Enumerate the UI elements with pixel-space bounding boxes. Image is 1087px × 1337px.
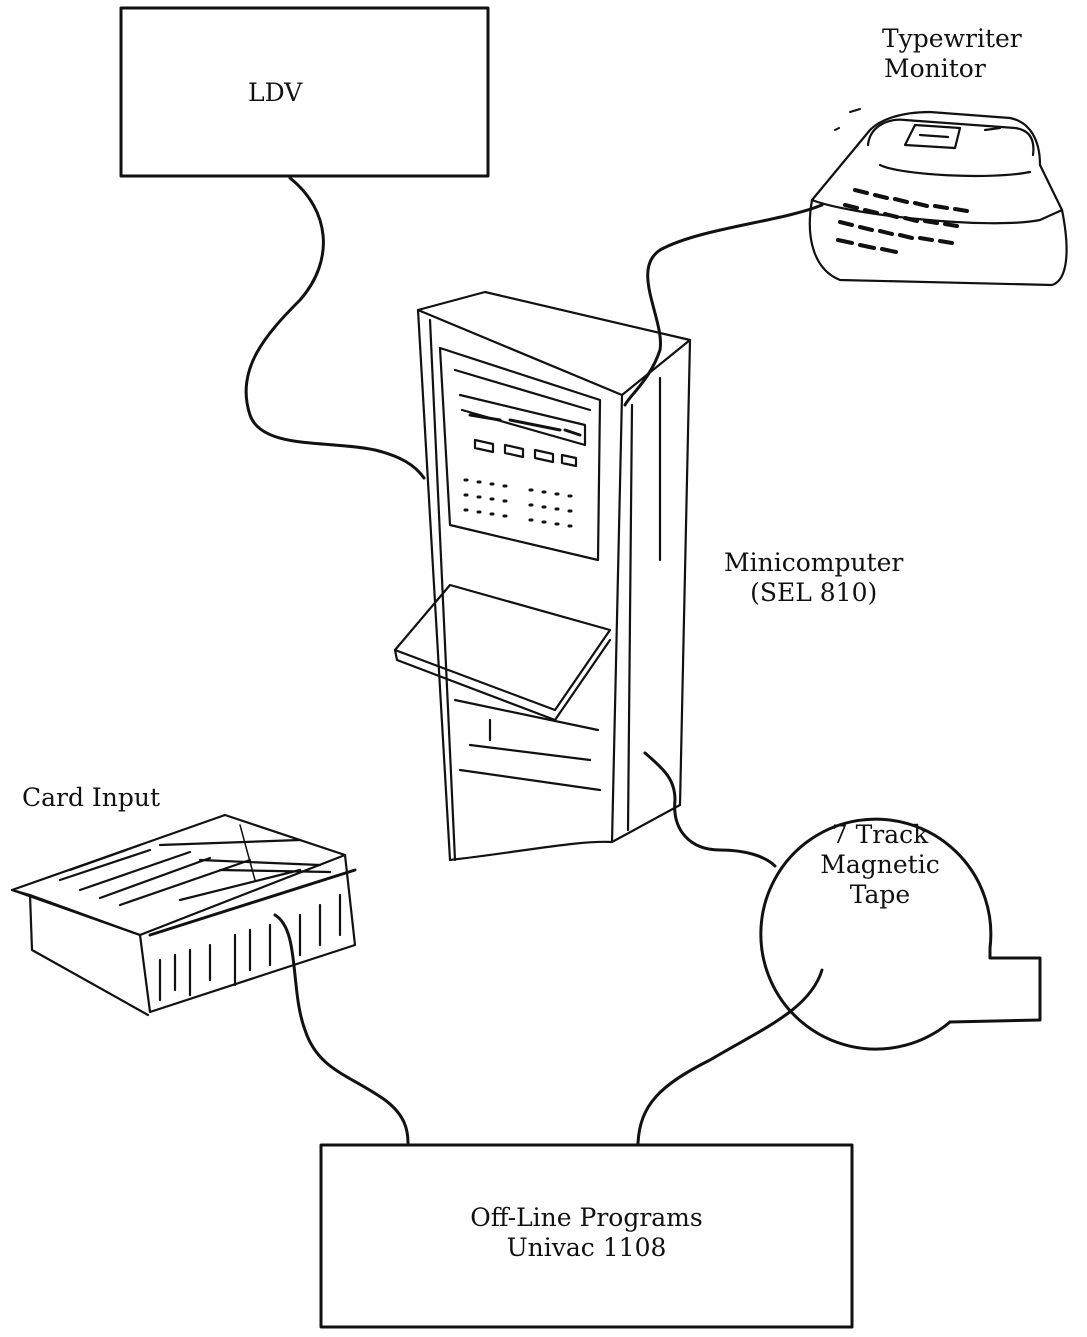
ldv-label-text: LDV — [248, 78, 302, 108]
offline-programs-label-line2: Univac 1108 — [321, 1233, 852, 1263]
card-input-label-text: Card Input — [22, 783, 160, 813]
connector-minicomputer-tape — [645, 753, 775, 866]
typewriter-label-line2: Monitor — [882, 54, 1022, 84]
connector-typewriter-minicomputer — [625, 205, 822, 405]
typewriter-label-line1: Typewriter — [882, 24, 1022, 54]
minicomputer-label-line1: Minicomputer — [724, 548, 903, 578]
typewriter-icon — [810, 109, 1067, 285]
tape-label-line3: Tape — [800, 880, 960, 910]
typewriter-label: Typewriter Monitor — [882, 24, 1022, 84]
card-input-icon — [12, 815, 355, 1015]
tape-label-line2: Magnetic — [800, 850, 960, 880]
connector-tape-offline — [638, 970, 822, 1143]
ldv-box — [121, 8, 488, 176]
tape-label: 7 Track Magnetic Tape — [800, 820, 960, 910]
connector-ldv-minicomputer — [246, 178, 424, 478]
offline-programs-label: Off-Line Programs Univac 1108 — [321, 1203, 852, 1263]
card-input-label: Card Input — [22, 783, 160, 813]
ldv-label: LDV — [248, 78, 302, 108]
tape-label-line1: 7 Track — [800, 820, 960, 850]
minicomputer-label: Minicomputer (SEL 810) — [724, 548, 903, 608]
minicomputer-label-line2: (SEL 810) — [724, 578, 903, 608]
offline-programs-label-line1: Off-Line Programs — [321, 1203, 852, 1233]
minicomputer-icon — [395, 292, 690, 860]
